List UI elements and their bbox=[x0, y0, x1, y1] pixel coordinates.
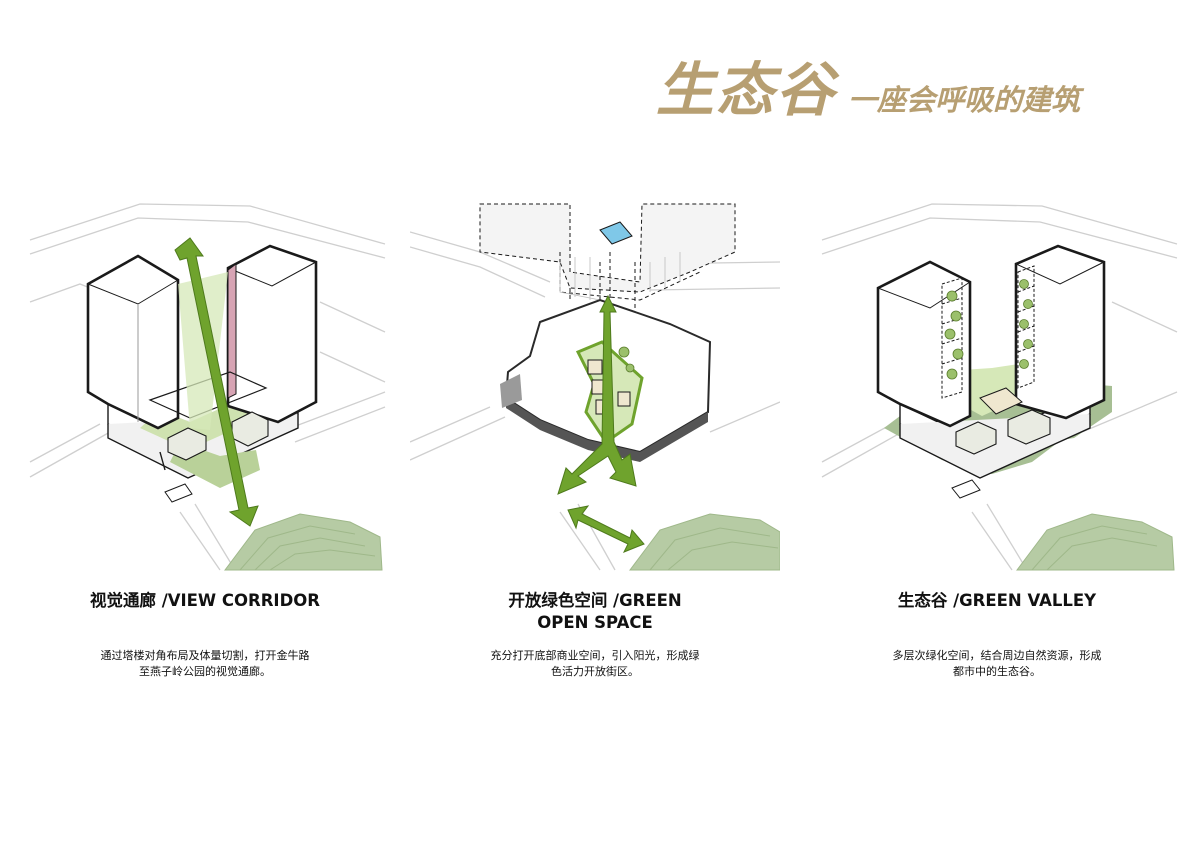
courtyard bbox=[979, 387, 1023, 415]
page-subtitle: 一座会呼吸的建筑 bbox=[848, 83, 1081, 117]
panel-heading: 视觉通廊 /VIEW CORRIDOR bbox=[89, 591, 320, 610]
page-title: 生态谷 bbox=[656, 56, 837, 124]
tower-left bbox=[86, 254, 180, 430]
double-headed-arrow-icon bbox=[567, 505, 645, 553]
podium-gray-edge bbox=[500, 374, 522, 408]
double-headed-arrow-icon bbox=[174, 237, 259, 527]
description-line: 色活力开放街区。 bbox=[551, 665, 639, 678]
description-line: 充分打开底部商业空间，引入阳光，形成绿 bbox=[490, 649, 700, 662]
description-line: 至燕子岭公园的视觉通廊。 bbox=[139, 665, 271, 678]
panel-description: 通过塔楼对角布局及体量切割，打开金牛路 至燕子岭公园的视觉通廊。 bbox=[20, 648, 390, 680]
pink-facade bbox=[227, 263, 237, 399]
description-line: 通过塔楼对角布局及体量切割，打开金牛路 bbox=[100, 649, 310, 662]
entry-steps bbox=[164, 483, 193, 503]
panel-heading: 生态谷 /GREEN VALLEY bbox=[897, 591, 1097, 610]
panel-view-corridor: 视觉通廊 /VIEW CORRIDOR 通过塔楼对角布局及体量切割，打开金牛路 … bbox=[20, 192, 390, 732]
tree-icon bbox=[944, 279, 1033, 380]
view-corridor-diagram bbox=[29, 203, 386, 571]
description-line: 都市中的生态谷。 bbox=[953, 665, 1041, 678]
tower-left bbox=[876, 260, 972, 428]
panel-heading-line: 开放绿色空间 /GREEN bbox=[508, 591, 682, 610]
tower-grid bbox=[559, 252, 681, 303]
tower-right bbox=[226, 244, 318, 424]
tower-right bbox=[1014, 244, 1106, 420]
corridor-wedge bbox=[178, 272, 228, 430]
panel-heading-line: OPEN SPACE bbox=[537, 613, 653, 632]
podium-shadow bbox=[506, 398, 708, 462]
retail-blocks bbox=[955, 409, 1051, 455]
open-space-diagram bbox=[410, 203, 780, 571]
page-header: 生态谷 一座会呼吸的建筑 bbox=[656, 50, 1116, 130]
panel-description: 充分打开底部商业空间，引入阳光，形成绿 色活力开放街区。 bbox=[410, 648, 780, 680]
green-valley-diagram bbox=[821, 203, 1178, 571]
park-hill bbox=[1016, 513, 1175, 571]
panel-green-valley: 生态谷 /GREEN VALLEY 多层次绿化空间，结合周边自然资源，形成 都市… bbox=[812, 192, 1182, 732]
rooftop-pool bbox=[599, 221, 633, 245]
description-line: 多层次绿化空间，结合周边自然资源，形成 bbox=[892, 649, 1102, 662]
road-network bbox=[29, 203, 386, 571]
vertical-garden-right bbox=[1017, 265, 1035, 389]
multi-directional-arrow-icon bbox=[557, 294, 637, 495]
tree-icon bbox=[618, 346, 635, 373]
park-hill bbox=[224, 513, 383, 571]
road-network bbox=[821, 203, 1178, 571]
entry-steps bbox=[951, 479, 981, 499]
retail-blocks bbox=[167, 411, 269, 461]
panel-heading: 开放绿色空间 /GREEN OPEN SPACE bbox=[410, 590, 780, 634]
park-hill bbox=[629, 513, 780, 571]
panel-description: 多层次绿化空间，结合周边自然资源，形成 都市中的生态谷。 bbox=[812, 648, 1182, 680]
panel-green-open-space: 开放绿色空间 /GREEN OPEN SPACE 充分打开底部商业空间，引入阳光… bbox=[410, 192, 780, 732]
